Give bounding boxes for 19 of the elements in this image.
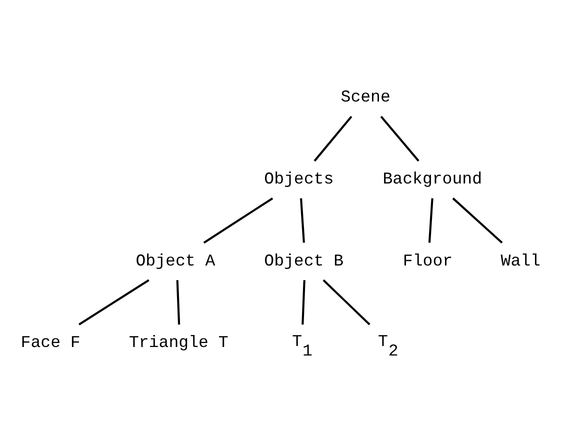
node-text: Object A: [136, 250, 216, 270]
node-text: Face F: [20, 332, 80, 352]
connector: [380, 115, 420, 162]
connector: [452, 197, 503, 243]
connector: [300, 198, 305, 242]
connector: [314, 115, 352, 162]
node-text: Object B: [264, 250, 344, 270]
node-text: Floor: [402, 250, 453, 270]
node-text: Background: [382, 169, 482, 188]
connector: [176, 280, 180, 324]
node-text: Objects: [264, 169, 334, 188]
node-text: Triangle T: [129, 332, 228, 352]
connector: [203, 196, 274, 244]
connector: [322, 278, 370, 325]
connector: [302, 280, 306, 324]
connector: [428, 198, 434, 242]
node-text: Wall: [500, 250, 541, 270]
connector: [78, 278, 150, 325]
node-text: Scene: [340, 87, 390, 106]
